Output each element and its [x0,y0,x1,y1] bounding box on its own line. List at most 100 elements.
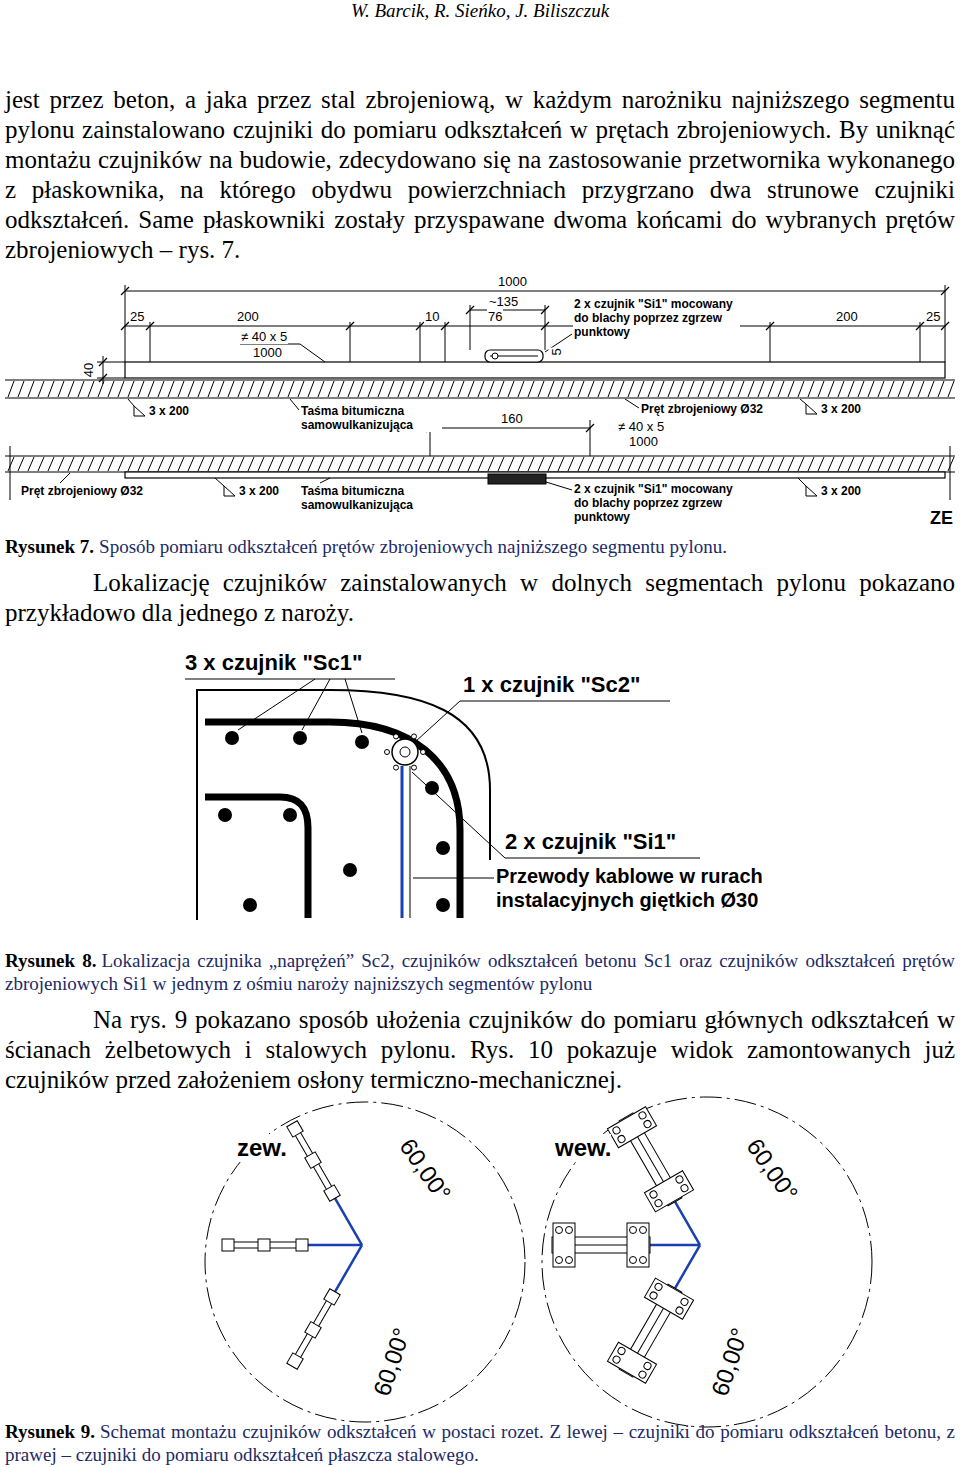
rebar-edge [5,455,955,456]
rebar-section [293,731,307,745]
clamp-bolt [675,1175,685,1185]
dimension-label: 160 [500,411,524,426]
dimension-label-text: 1000 [253,345,282,360]
callout-label: Przewody kablowe w rurach instalacyjnych… [496,864,826,912]
rebar-section [355,735,369,749]
dimension-label-text: 10 [425,309,439,324]
drawing-line [302,679,330,730]
callout-label: 2 x czujnik "Si1" mocowany do blachy pop… [573,482,740,524]
rebar-section [283,808,297,822]
drawing-line [505,857,700,858]
clamp-bolt [556,1257,563,1264]
cable-conduit [410,766,411,918]
angle-label-text: 60,00° [368,1325,415,1400]
side-label-text: wew. [555,1134,611,1161]
drawing-line [295,1122,338,1196]
dimension-label-text: 1000 [629,434,658,449]
gauge-clamp [607,1342,656,1383]
rebar-section [343,863,357,877]
dimension-label-text: ~135 [489,294,518,309]
drawing-line [97,378,125,379]
dimension-label: 1000 [252,345,283,360]
weld-label-text: 3 x 200 [821,402,861,416]
callout-label-text: Taśma bitumiczna samowulkanizująca [301,484,413,512]
clamp-bolt [680,1183,690,1193]
concrete-outline [197,690,490,920]
rebar-section [436,841,450,855]
rebar-section [436,898,450,912]
drawing-line [60,473,70,483]
clamp-bolt [649,1190,659,1200]
figure-number: Rysunek 9. [5,1421,95,1442]
dimension-label: 200 [835,309,859,324]
gauge-anchor [287,1121,303,1137]
dimension-label: 200 [236,309,260,324]
running-header-text: W. Barcik, R. Sieńko, J. Biliszczuk [351,0,609,21]
callout-label: 2 x czujnik "Si1" mocowany do blachy pop… [573,297,740,339]
steel-gauge [607,1234,719,1384]
strain-gauge [488,474,546,484]
angle-label: 60,00° [393,1132,457,1207]
drawing-line [215,478,224,486]
dimension-tick [99,358,107,366]
callout-label: 2 x czujnik "Si1" [505,829,676,855]
section-label-text: ≠ 40 x 5 [241,329,287,344]
gauge-clamp [644,1171,693,1212]
angle-label-text: 60,00° [394,1133,456,1206]
drawing-line [470,305,471,350]
figure-number: Rysunek 7. [5,536,94,557]
clamp-bolt [566,1257,573,1264]
drawing-line [460,700,670,701]
gauge-cable [675,1245,700,1288]
gauge-anchor [305,1322,321,1338]
dimension-label: 40 [81,362,96,378]
rosette-figure [205,1097,872,1427]
drawing-line [920,322,921,362]
callout-label-text: 2 x czujnik "Si1" [505,829,676,854]
weld-symbol [134,406,145,416]
callout-label: Taśma bitumiczna samowulkanizująca [300,484,442,512]
running-header: W. Barcik, R. Sieńko, J. Biliszczuk [0,0,960,22]
drawing-line [238,679,315,730]
clamp-bolt [638,1370,648,1380]
drawing-line [945,285,946,362]
gauge-anchor [305,1152,321,1168]
clamp-bolt [649,1291,659,1301]
dimension-tick [121,322,129,330]
sensor-bolt [412,734,417,739]
drawing-line [798,478,806,486]
drawing-line [430,428,590,429]
cut-off-text-text: ZE [930,508,953,528]
clamp-bolt [612,1355,622,1365]
drawing-line [470,310,545,311]
clamp-bolt [630,1227,637,1234]
gauge-anchor [287,1353,303,1369]
rebar-stirrup [205,797,308,918]
callout-label: Pręt zbrojeniowy Ø32 [640,402,764,416]
drawing-line [415,701,460,742]
weld-label-text: 3 x 200 [149,404,189,418]
dimension-label: 1000 [497,274,528,289]
gauge-anchor [324,1289,340,1305]
callout-label-text: Pręt zbrojeniowy Ø32 [21,484,143,498]
callout-label-text: 3 x czujnik "Sc1" [185,650,362,675]
drawing-line [97,362,125,363]
drawing-line [295,1294,338,1368]
angle-label: 60,00° [706,1323,753,1401]
drawing-line [546,482,572,490]
callout-label-text: 2 x czujnik "Si1" mocowany do blachy pop… [574,297,733,339]
dimension-label: 25 [129,309,145,324]
body-paragraph-text: Na rys. 9 pokazano sposób ułożenia czujn… [5,1006,955,1093]
drawing-line [290,399,299,410]
drawing-line [185,678,395,679]
callout-label: Pręt zbrojeniowy Ø32 [20,484,144,498]
rebar-edge [5,397,955,398]
sensor-bolt [412,765,417,770]
concrete-gauge [287,1121,367,1248]
clamp-bolt [654,1282,664,1292]
drawing-line [125,326,945,327]
drawing-line [10,446,11,500]
dimension-tick [541,322,549,330]
gauge-clamp [644,1278,693,1319]
steel-gauge [552,1223,700,1267]
